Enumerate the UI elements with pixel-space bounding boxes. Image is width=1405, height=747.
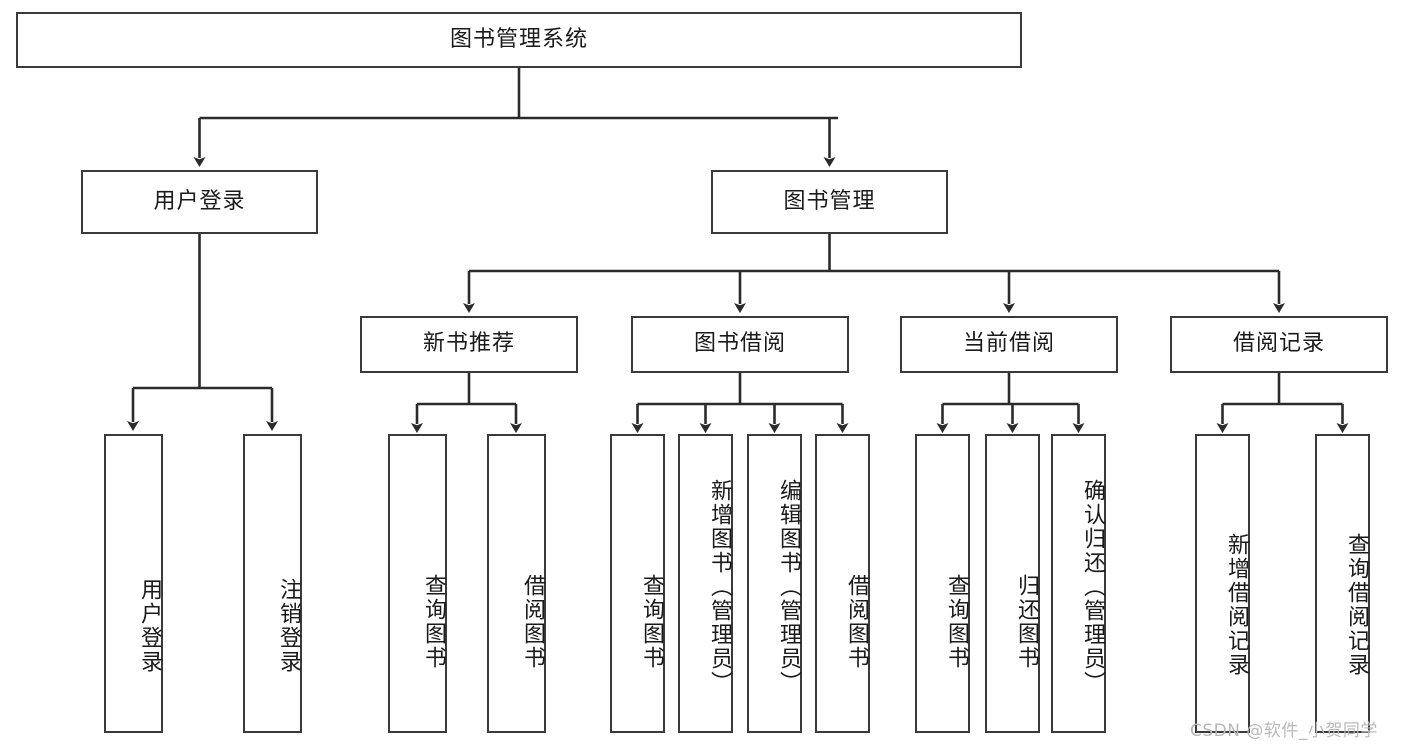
- node-leaf-add-book[interactable]: 新增图书（管理员）: [678, 434, 733, 733]
- node-new-book-recommend-label: 新书推荐: [422, 331, 515, 357]
- node-leaf-return-book-label: 归还图书: [1014, 573, 1039, 670]
- node-user-login-label: 用户登录: [153, 188, 246, 214]
- node-leaf-confirm-return[interactable]: 确认归还（管理员）: [1051, 434, 1106, 733]
- node-leaf-edit-book[interactable]: 编辑图书（管理员）: [747, 434, 802, 733]
- node-leaf-user-login[interactable]: 用户登录: [104, 434, 163, 733]
- edge-group-root: [193, 68, 838, 167]
- node-leaf-logout-label: 注销登录: [276, 577, 301, 674]
- node-root-label: 图书管理系统: [449, 26, 588, 52]
- node-borrow-record[interactable]: 借阅记录: [1170, 316, 1388, 373]
- node-leaf-query-record-label: 查询借阅记录: [1344, 532, 1369, 677]
- node-borrow-record-label: 借阅记录: [1232, 331, 1325, 357]
- node-leaf-query-record[interactable]: 查询借阅记录: [1315, 434, 1370, 733]
- node-leaf-user-login-label: 用户登录: [137, 577, 162, 674]
- node-leaf-borrow-book-1-label: 借阅图书: [520, 573, 545, 670]
- node-leaf-return-book[interactable]: 归还图书: [985, 434, 1040, 733]
- node-leaf-query-book-3[interactable]: 查询图书: [915, 434, 970, 733]
- node-current-borrow-label: 当前借阅: [962, 331, 1055, 357]
- node-book-manage-label: 图书管理: [783, 188, 876, 214]
- node-leaf-borrow-book-2-label: 借阅图书: [844, 573, 869, 670]
- node-book-borrow-label: 图书借阅: [693, 331, 786, 357]
- node-root[interactable]: 图书管理系统: [16, 12, 1022, 68]
- node-leaf-borrow-book-1[interactable]: 借阅图书: [487, 434, 546, 733]
- node-leaf-query-book-3-label: 查询图书: [944, 573, 969, 670]
- csdn-watermark: CSDN @软件_小贺同学: [1190, 721, 1378, 741]
- node-user-login[interactable]: 用户登录: [81, 170, 318, 234]
- node-leaf-add-book-label: 新增图书（管理员）: [707, 478, 732, 695]
- node-leaf-borrow-book-2[interactable]: 借阅图书: [815, 434, 870, 733]
- node-book-borrow[interactable]: 图书借阅: [631, 316, 849, 373]
- node-leaf-query-book-2[interactable]: 查询图书: [610, 434, 665, 733]
- edge-group-book-manage: [463, 234, 1285, 313]
- node-current-borrow[interactable]: 当前借阅: [900, 316, 1118, 373]
- node-leaf-logout[interactable]: 注销登录: [243, 434, 302, 733]
- node-leaf-query-book-1-label: 查询图书: [421, 573, 446, 670]
- node-leaf-confirm-return-label: 确认归还（管理员）: [1080, 478, 1105, 695]
- node-leaf-query-book-2-label: 查询图书: [639, 573, 664, 670]
- edge-group-current-borrow: [936, 373, 1085, 433]
- edge-group-borrow-record: [1216, 373, 1349, 433]
- edge-group-new-book-recommend: [411, 373, 522, 433]
- node-leaf-query-book-1[interactable]: 查询图书: [388, 434, 447, 733]
- node-new-book-recommend[interactable]: 新书推荐: [360, 316, 578, 373]
- node-leaf-edit-book-label: 编辑图书（管理员）: [776, 478, 801, 695]
- node-leaf-add-record[interactable]: 新增借阅记录: [1195, 434, 1250, 733]
- edge-group-book-borrow: [631, 373, 849, 433]
- node-book-manage[interactable]: 图书管理: [711, 170, 948, 234]
- edge-group-user-login: [127, 234, 278, 431]
- node-leaf-add-record-label: 新增借阅记录: [1224, 532, 1249, 677]
